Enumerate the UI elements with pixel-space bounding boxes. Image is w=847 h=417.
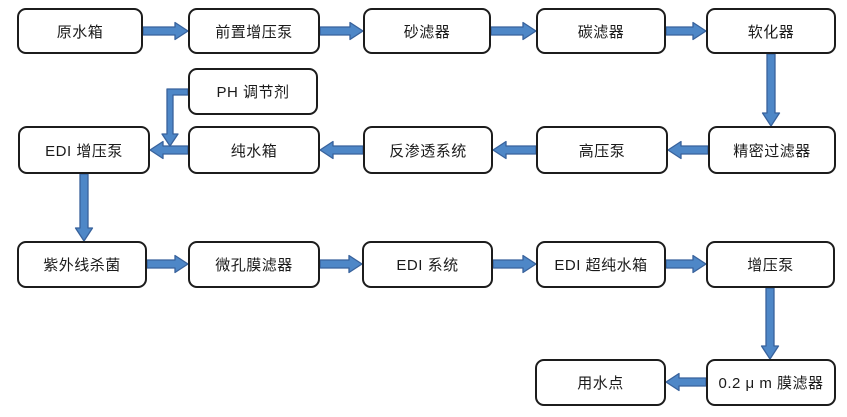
arrow-ph-regulator-elbow: [161, 88, 189, 147]
flow-node-carbon-filter: 碳滤器: [536, 8, 666, 54]
arrow-membrane-filter-to-point-of-use: [665, 372, 707, 392]
flow-node-label: 精密过滤器: [733, 142, 811, 160]
flow-node-sand-filter: 砂滤器: [363, 8, 491, 54]
flow-node-pre-booster-pump: 前置增压泵: [188, 8, 320, 54]
flow-node-label: EDI 系统: [396, 257, 459, 274]
flow-node-label: 增压泵: [747, 257, 794, 274]
flow-node-label: 高压泵: [578, 142, 626, 160]
arrow-edi-booster-pump-to-uv-sterilizer: [74, 173, 94, 242]
flow-node-softener: 软化器: [706, 8, 836, 54]
flow-node-uv-sterilizer: 紫外线杀菌: [17, 241, 147, 288]
flow-node-raw-water-tank: 原水箱: [17, 8, 143, 54]
arrow-booster-pump-to-membrane-filter: [760, 287, 780, 360]
flow-node-label: PH 调节剂: [216, 84, 290, 101]
flow-node-label: 砂滤器: [403, 23, 451, 41]
flow-node-edi-booster-pump: EDI 增压泵: [18, 126, 150, 174]
arrow-pure-water-tank-to-edi-booster-pump: [149, 140, 189, 160]
flow-node-edi-system: EDI 系统: [362, 241, 493, 288]
arrow-pre-booster-to-sand-filter: [319, 21, 364, 41]
flow-node-label: 软化器: [747, 23, 795, 41]
flow-node-label: 纯水箱: [230, 142, 278, 160]
arrow-uv-sterilizer-to-micro-membrane-filter: [146, 254, 189, 274]
flow-node-point-of-use: 用水点: [535, 359, 666, 406]
flow-node-edi-ultrapure-tank: EDI 超纯水箱: [536, 241, 666, 288]
arrow-carbon-filter-to-softener: [665, 21, 707, 41]
flow-node-label: EDI 超纯水箱: [554, 257, 648, 274]
flow-node-label: 前置增压泵: [215, 23, 293, 41]
flow-node-booster-pump: 增压泵: [706, 241, 835, 288]
arrow-edi-system-to-edi-ultrapure-tank: [492, 254, 537, 274]
arrow-high-pressure-pump-to-ro-system: [492, 140, 537, 160]
flow-node-label: EDI 增压泵: [45, 142, 123, 160]
flow-arrows-stroke-group: [74, 21, 781, 392]
flow-node-micro-membrane-filter: 微孔膜滤器: [188, 241, 320, 288]
flow-node-label: 原水箱: [56, 23, 104, 41]
flow-node-precision-filter: 精密过滤器: [708, 126, 836, 174]
arrow-micro-membrane-filter-to-edi-system: [319, 254, 363, 274]
flow-node-label: 紫外线杀菌: [43, 257, 121, 274]
flow-node-label: 反渗透系统: [389, 142, 467, 160]
arrow-precision-filter-to-high-pressure-pump: [667, 140, 709, 160]
arrow-sand-filter-to-carbon-filter: [490, 21, 537, 41]
flow-node-high-pressure-pump: 高压泵: [536, 126, 668, 174]
flow-node-membrane-filter-0-2um: 0.2 μ m 膜滤器: [706, 359, 836, 406]
flow-node-label: 微孔膜滤器: [215, 257, 293, 274]
arrow-edi-ultrapure-tank-to-booster-pump: [665, 254, 707, 274]
flow-node-label: 用水点: [577, 375, 624, 392]
arrow-softener-to-precision-filter: [761, 53, 781, 127]
flow-node-ro-system: 反渗透系统: [363, 126, 493, 174]
flow-node-ph-regulator: PH 调节剂: [188, 68, 318, 115]
arrow-raw-water-to-pre-booster: [142, 21, 189, 41]
arrow-ro-system-to-pure-water-tank: [319, 140, 364, 160]
flow-node-label: 碳滤器: [577, 23, 625, 41]
flow-node-label: 0.2 μ m 膜滤器: [718, 375, 824, 392]
flow-arrows-fill-group: [74, 21, 781, 392]
flow-node-pure-water-tank: 纯水箱: [188, 126, 320, 174]
